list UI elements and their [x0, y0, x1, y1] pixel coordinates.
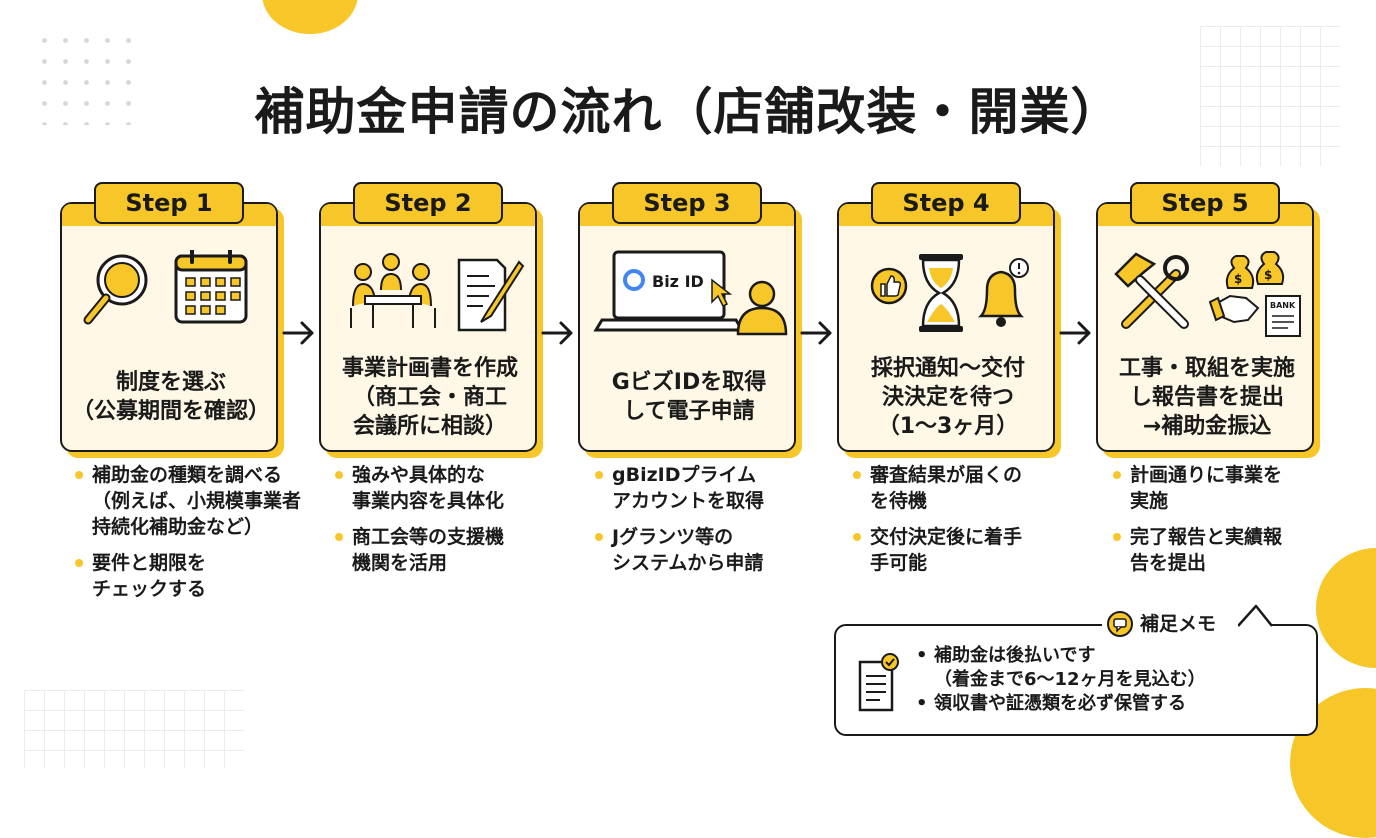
memo-item: 補助金は後払いです [916, 644, 1306, 668]
step-1-bullets: 補助金の種類を調べる （例えば、小規模事業者 持続化補助金など） 要件と期限を … [72, 462, 304, 612]
step-label: Step 3 [612, 182, 762, 224]
thumbs-up-icon [870, 267, 908, 305]
checklist-document-icon [858, 653, 899, 712]
arrow-right-icon [282, 321, 314, 345]
step-title: 事業計画書を作成 （商工会・商工 会議所に相談） [341, 356, 518, 439]
step-title: 制度を選ぶ （公募期間を確認） [71, 370, 270, 424]
step-title: 工事・取組を実施 し報告書を提出 →補助金振込 [1118, 356, 1295, 439]
list-item: 計画通りに事業を 実施 [1110, 462, 1342, 514]
step-label: Step 4 [871, 182, 1021, 224]
arrow-right-icon [1059, 321, 1091, 345]
memo-box [834, 624, 1318, 736]
step-label: Step 5 [1130, 182, 1280, 224]
page-title: 補助金申請の流れ（店舗改装・開業） [254, 83, 1122, 141]
memo-item: （着金まで6〜12ヶ月を見込む） [934, 669, 1206, 690]
bell-icon [977, 258, 1029, 327]
handshake-money-icon: $ $ BANK [1208, 251, 1301, 337]
list-item: 要件と期限を チェックする [72, 550, 304, 602]
arrow-right-icon [800, 321, 832, 345]
step-label: Step 2 [353, 182, 503, 224]
memo-text: 補助金は後払いです （着金まで6〜12ヶ月を見込む） 領収書や証憑類を必ず保管す… [916, 644, 1306, 716]
step-3-bullets: gBizIDプライム アカウントを取得 Jグランツ等の システムから申請 [592, 462, 824, 586]
memo-pointer [1238, 604, 1273, 627]
hourglass-icon [870, 254, 1029, 332]
svg-text:$: $ [1264, 268, 1272, 282]
step-2-bullets: 強みや具体的な 事業内容を具体化 商工会等の支援機 機関を活用 [332, 462, 564, 586]
arrow-right-icon [541, 321, 573, 345]
list-item: 審査結果が届くの を待機 [850, 462, 1082, 514]
step-4-bullets: 審査結果が届くの を待機 交付決定後に着手 手可能 [850, 462, 1082, 586]
laptop-icon: Biz ID [593, 250, 788, 336]
meeting-people-icon [350, 253, 525, 332]
step-title: 採択通知〜交付 決決定を待つ （1〜3ヶ月） [870, 356, 1025, 439]
user-icon [736, 280, 788, 336]
tools-icon: $ $ BANK [1114, 251, 1301, 337]
memo-label: 補足メモ [1102, 608, 1238, 640]
list-item: 交付決定後に着手 手可能 [850, 524, 1082, 576]
step-5-bullets: 計画通りに事業を 実施 完了報告と実績報 告を提出 [1110, 462, 1342, 586]
memo-item: 領収書や証憑類を必ず保管する [916, 692, 1306, 716]
list-item: 強みや具体的な 事業内容を具体化 [332, 462, 564, 514]
decor-dots [34, 30, 144, 125]
svg-text:BANK: BANK [1270, 301, 1296, 310]
magnifier-icon [83, 248, 248, 325]
speech-bubble-icon [1107, 611, 1133, 637]
decor-grid [1200, 26, 1340, 166]
list-item: gBizIDプライム アカウントを取得 [592, 462, 824, 514]
step-label: Step 1 [94, 182, 244, 224]
list-item: 完了報告と実績報 告を提出 [1110, 524, 1342, 576]
list-item: 商工会等の支援機 機関を活用 [332, 524, 564, 576]
svg-text:$: $ [1234, 272, 1242, 286]
svg-text:Biz ID: Biz ID [652, 272, 704, 291]
step-title: GビズIDを取得 して電子申請 [611, 370, 767, 424]
document-pen-icon [457, 258, 525, 332]
list-item: 補助金の種類を調べる （例えば、小規模事業者 持続化補助金など） [72, 462, 304, 540]
decor-circle [262, 0, 358, 34]
calendar-icon [174, 248, 248, 324]
list-item: Jグランツ等の システムから申請 [592, 524, 824, 576]
decor-grid [24, 690, 244, 768]
